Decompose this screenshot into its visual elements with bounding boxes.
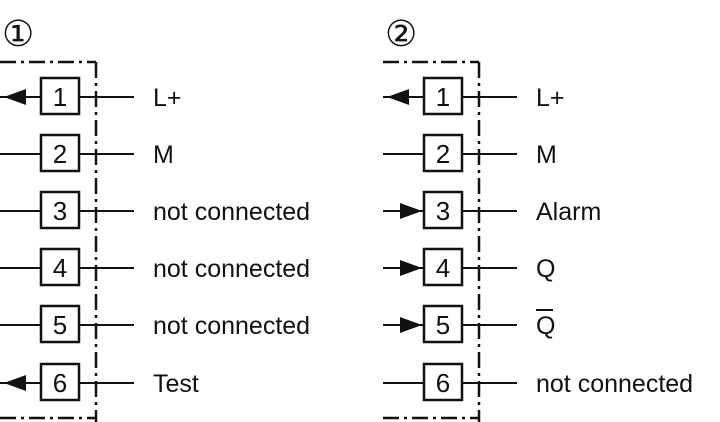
pin-row-4: 4 not connected [0,247,310,287]
pin-box [422,133,464,173]
pin-row-1: 1 L+ [0,76,182,116]
pin-number: 6 [53,368,67,398]
signal-label: not connected [153,312,310,340]
signal-label: Q [536,255,555,283]
pin-number: 2 [436,139,450,169]
pin-number: 2 [53,139,67,169]
signal-label: Test [153,370,199,398]
pin-row-3: 3 Alarm [383,190,601,230]
input-arrow-icon [400,317,422,333]
pin-box [39,247,81,287]
signal-label: Alarm [536,198,601,226]
pin-box [422,362,464,402]
pin-row-3: 3 not connected [0,190,310,230]
pin-row-5: 5 not connected [0,304,310,344]
pin-box [422,304,464,344]
signal-label: not connected [153,198,310,226]
signal-label: not connected [153,255,310,283]
signal-label: L+ [153,84,182,112]
signal-label: Q [536,312,555,340]
pin-number: 3 [436,196,450,226]
pin-box [39,304,81,344]
output-arrow-icon [4,89,26,105]
pin-row-6: 6 Test [0,362,199,402]
pin-box [39,362,81,402]
pin-row-1: 1 L+ [383,76,565,116]
pin-number: 4 [436,253,450,283]
pin-box [422,190,464,230]
signal-label: M [153,141,174,169]
pin-box [39,190,81,230]
pin-number: 1 [53,82,67,112]
output-arrow-icon [4,375,26,391]
signal-label: not connected [536,370,693,398]
input-arrow-icon [400,203,422,219]
pin-box [422,247,464,287]
pin-box [422,76,464,116]
pin-number: 5 [53,310,67,340]
input-arrow-icon [400,260,422,276]
pin-box [39,133,81,173]
panel-number: ① [2,14,34,55]
panel-number: ② [385,14,417,55]
pin-number: 6 [436,368,450,398]
output-arrow-icon [387,89,409,105]
pin-number: 3 [53,196,67,226]
signal-label: M [536,141,557,169]
pin-box [39,76,81,116]
signal-label: L+ [536,84,565,112]
pin-row-6: 6 not connected [383,362,693,402]
pin-number: 5 [436,310,450,340]
pin-number: 4 [53,253,67,283]
pin-number: 1 [436,82,450,112]
